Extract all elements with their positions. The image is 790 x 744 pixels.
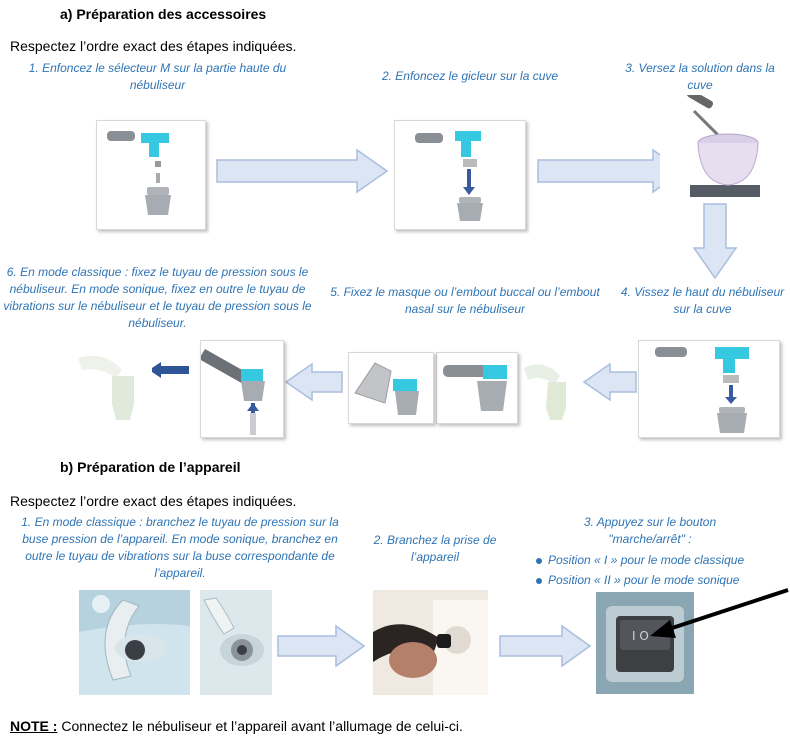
arrow-b1-b2 (276, 624, 368, 668)
step-b1-label: 1. En mode classique : branchez le tuyau… (21, 515, 339, 580)
step-a6-label: 6. En mode classique : fixez le tuyau de… (3, 265, 312, 330)
photo-step-a1 (96, 120, 206, 230)
section-a-title: a) Préparation des accessoires (60, 6, 267, 22)
photo-step-a3 (660, 95, 765, 200)
bullet-dot-1 (536, 557, 542, 564)
arrow-a6-final (147, 361, 191, 379)
pointer-arrow (640, 586, 790, 646)
step-a4-label: 4. Vissez le haut du nébuliseur sur la c… (620, 285, 785, 316)
section-a-instruction: Respectez l’ordre exact des étapes indiq… (10, 38, 297, 54)
bullet-position-1: Position « I » pour le mode classique (536, 550, 744, 570)
photo-step-a5-a (348, 352, 434, 424)
step-b3-label: 3. Appuyez sur le bouton "marche/arrêt" … (583, 515, 717, 546)
step-a5-label: 5. Fixez le masque ou l’embout buccal ou… (330, 285, 600, 316)
photo-step-a6 (200, 340, 284, 438)
step-a1-label: 1. Enfoncez le sélecteur M sur la partie… (28, 61, 287, 92)
bullet-position-1-text: Position « I » pour le mode classique (548, 553, 745, 567)
step-a3-label: 3. Versez la solution dans la cuve (625, 61, 775, 92)
arrow-a3-a4 (692, 202, 738, 280)
bullet-dot-2 (536, 577, 542, 584)
svg-text:I O: I O (632, 629, 649, 643)
photo-step-b1-a (79, 590, 190, 695)
bullet-position-2-text: Position « II » pour le mode sonique (548, 573, 740, 587)
arrow-a1-a2 (215, 148, 390, 194)
note-text: Connectez le nébuliseur et l’appareil av… (57, 718, 463, 734)
photo-step-a2 (394, 120, 526, 230)
step-b3-bullets: Position « I » pour le mode classique Po… (536, 550, 744, 590)
note-label: NOTE : (10, 718, 58, 734)
step-b2-label: 2. Branchez la prise de l’appareil (373, 533, 497, 564)
section-b-instruction: Respectez l’ordre exact des étapes indiq… (10, 493, 297, 509)
note: NOTE : Connectez le nébuliseur et l’appa… (10, 718, 463, 734)
arrow-a5-a6 (284, 362, 344, 402)
photo-step-a5-b (436, 352, 518, 424)
section-b-title: b) Préparation de l’appareil (60, 459, 241, 475)
photo-step-a4 (638, 340, 780, 438)
photo-step-a6-result (72, 344, 152, 428)
photo-step-b3: I O (596, 592, 694, 694)
arrow-b2-b3 (498, 624, 593, 668)
bullet-position-2: Position « II » pour le mode sonique (536, 570, 744, 590)
photo-step-a5-c (520, 348, 580, 428)
photo-step-b1-b (200, 590, 272, 695)
arrow-a4-a5 (582, 362, 638, 402)
photo-step-b2 (373, 590, 488, 695)
step-a2-label: 2. Enfoncez le gicleur sur la cuve (381, 69, 559, 83)
